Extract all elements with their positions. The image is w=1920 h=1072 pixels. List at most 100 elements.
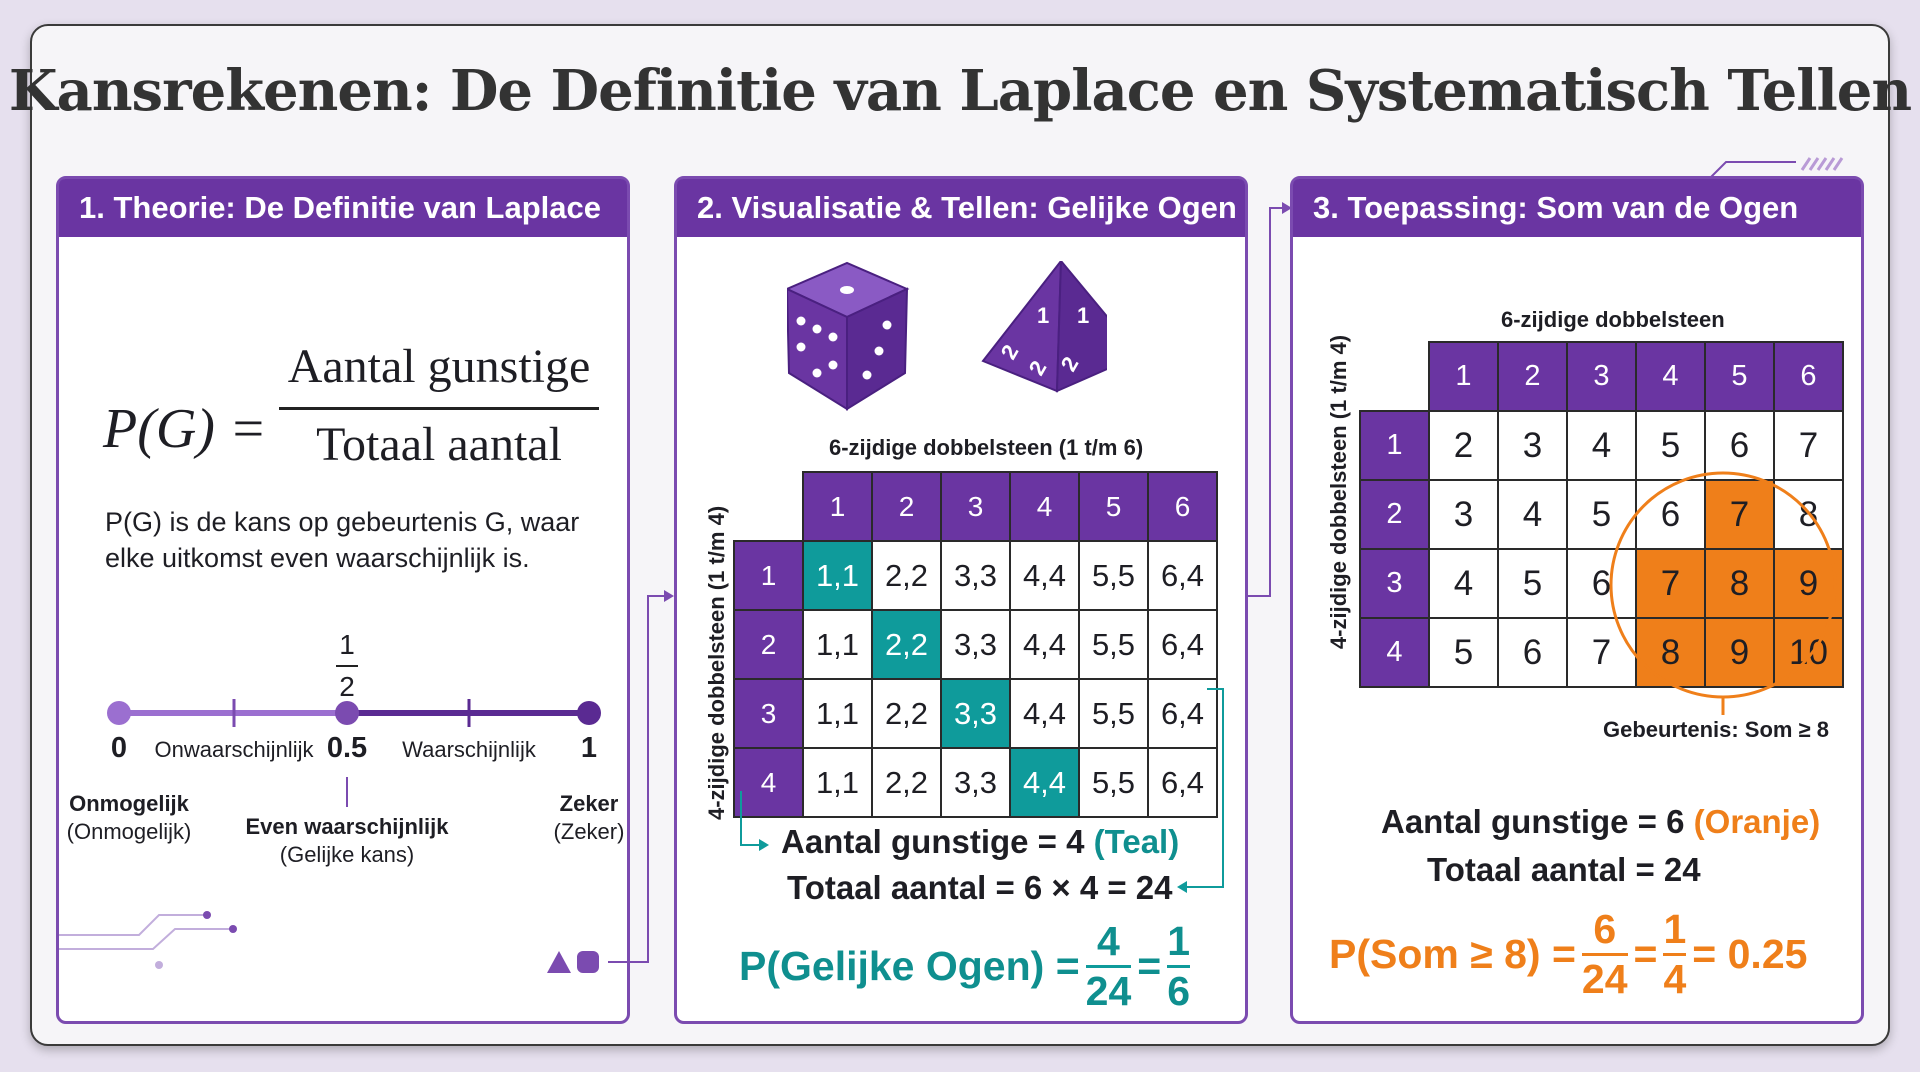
triangle-icon <box>547 951 571 973</box>
fraction-bar <box>1167 965 1191 968</box>
fraction-bar <box>1085 965 1132 968</box>
table-row: 2 3 4 5 6 7 8 <box>1359 479 1844 550</box>
probability-scale: 1 2 0 Onwaarschijnlijk 0.5 Waarschijnlij… <box>59 179 633 1027</box>
table-cell-favorable: 10 <box>1773 617 1844 688</box>
table-cell: 8 <box>1773 479 1844 550</box>
scale-value-0: 0 <box>110 732 128 764</box>
half-fraction: 1 2 <box>336 629 358 703</box>
favorable-note: (Oranje) <box>1693 803 1821 840</box>
probability-sum: P(Som ≥ 8) = 6 24 = 1 4 = 0.25 <box>1329 909 1807 1000</box>
favorable-count: Aantal gunstige = 4 (Teal) <box>781 823 1179 861</box>
d6-axis-label: 6-zijdige dobbelsteen <box>1501 307 1725 332</box>
row-header: 1 <box>1359 410 1430 481</box>
col-header: 3 <box>940 471 1011 542</box>
equals-sign: = <box>1137 943 1162 989</box>
prob-lhs: P(Gelijke Ogen) = <box>739 943 1080 989</box>
label-certain: Zeker <box>559 791 619 816</box>
scale-label-likely: Waarschijnlijk <box>402 737 536 762</box>
panel-header-application: 3. Toepassing: Som van de Ogen <box>1293 179 1861 237</box>
table-cell: 5,5 <box>1078 540 1149 611</box>
table-cell: 2,2 <box>871 678 942 749</box>
table-cell: 5 <box>1635 410 1706 481</box>
table-cell-favorable: 2,2 <box>871 609 942 680</box>
favorable-note: (Teal) <box>1093 823 1180 860</box>
col-header: 5 <box>1078 471 1149 542</box>
fraction-numerator: 1 <box>1663 906 1687 952</box>
label-even: Even waarschijnlijk <box>245 814 449 839</box>
formula-lhs: P(G) = <box>103 398 267 460</box>
svg-text:1: 1 <box>1077 303 1089 328</box>
fraction-denominator: 4 <box>1663 956 1687 1002</box>
table-cell: 3 <box>1497 410 1568 481</box>
table-cell-favorable: 1,1 <box>802 540 873 611</box>
equals-sign: = <box>1633 931 1658 977</box>
table-corner <box>1360 342 1429 411</box>
table-cell: 5 <box>1428 617 1499 688</box>
fraction-bar <box>1663 953 1687 956</box>
table-cell: 5,5 <box>1078 747 1149 818</box>
panel-header-theory: 1. Theorie: De Definitie van Laplace <box>59 179 627 237</box>
col-header: 2 <box>1497 341 1568 412</box>
col-header: 5 <box>1704 341 1775 412</box>
table-cell: 6 <box>1566 548 1637 619</box>
table-cell: 4 <box>1566 410 1637 481</box>
table-cell: 6,4 <box>1147 540 1218 611</box>
prob-lhs: P(Som ≥ 8) = <box>1329 931 1576 977</box>
table-cell: 7 <box>1773 410 1844 481</box>
fraction-denominator: 6 <box>1167 968 1191 1014</box>
d4-axis-label: 4-zijdige dobbelsteen (1 t/m 4) <box>1326 334 1351 650</box>
favorable-text: Aantal gunstige = 4 <box>781 823 1085 860</box>
col-header: 4 <box>1635 341 1706 412</box>
table-cell: 2 <box>1428 410 1499 481</box>
col-header: 2 <box>871 471 942 542</box>
table-cell: 3,3 <box>940 609 1011 680</box>
table-cell: 3,3 <box>940 747 1011 818</box>
total-count: Totaal aantal = 24 <box>1427 851 1701 888</box>
label-even-sub: (Gelijke kans) <box>279 842 415 867</box>
square-icon <box>577 951 599 973</box>
label-impossible: Onmogelijk <box>69 791 189 816</box>
table-cell: 5 <box>1497 548 1568 619</box>
total-count: Totaal aantal = 6 × 4 = 24 <box>787 869 1173 906</box>
table-row: 4 1,1 2,2 3,3 4,4 5,5 6,4 <box>733 747 1218 818</box>
fraction-denominator: 24 <box>1085 968 1132 1014</box>
formula-denominator: Totaal aantal <box>316 418 562 471</box>
table-cell: 5 <box>1566 479 1637 550</box>
table-corner <box>734 472 803 541</box>
d4-dice-icon: 1 1 2 2 2 3 <box>981 261 1107 393</box>
row-header: 1 <box>733 540 804 611</box>
table-row: 3 1,1 2,2 3,3 4,4 5,5 6,4 <box>733 678 1218 749</box>
table-cell: 5,5 <box>1078 609 1149 680</box>
fraction-denominator: 24 <box>1581 956 1628 1002</box>
prob-result: = 0.25 <box>1692 931 1808 977</box>
page-title: Kansrekenen: De Definitie van Laplace en… <box>8 58 1912 124</box>
table-cell-favorable: 7 <box>1704 479 1775 550</box>
fraction: 6 24 <box>1581 909 1628 1002</box>
scale-value-05: 0.5 <box>326 732 368 764</box>
formula-numerator: Aantal gunstige <box>287 340 591 393</box>
dice-illustrations: 1 1 2 2 2 3 <box>787 261 1107 411</box>
row-header: 4 <box>733 747 804 818</box>
table-cell: 3,3 <box>940 540 1011 611</box>
row-header: 3 <box>1359 548 1430 619</box>
table-cell: 4,4 <box>1009 540 1080 611</box>
table-row: 1 2 3 4 5 6 7 <box>1359 410 1844 481</box>
table-cell-favorable: 9 <box>1773 548 1844 619</box>
d4-axis-label: 4-zijdige dobbelsteen (1 t/m 4) <box>704 505 729 820</box>
table-cell-favorable: 4,4 <box>1009 747 1080 818</box>
table-cell: 5,5 <box>1078 678 1149 749</box>
d6-dice-icon <box>787 261 910 411</box>
table-cell: 4,4 <box>1009 678 1080 749</box>
label-impossible-sub: (Onmogelijk) <box>66 819 192 844</box>
table-cell: 4,4 <box>1009 609 1080 680</box>
col-header: 1 <box>1428 341 1499 412</box>
probability-equal: P(Gelijke Ogen) = 4 24 = 1 6 <box>739 921 1196 1012</box>
svg-text:3: 3 <box>1103 337 1107 360</box>
col-header: 6 <box>1147 471 1218 542</box>
col-header: 6 <box>1773 341 1844 412</box>
table-cell: 1,1 <box>802 609 873 680</box>
half-numerator: 1 <box>339 629 355 660</box>
table-cell: 6,4 <box>1147 678 1218 749</box>
half-denominator: 2 <box>339 671 355 702</box>
fraction: 1 6 <box>1167 921 1191 1014</box>
